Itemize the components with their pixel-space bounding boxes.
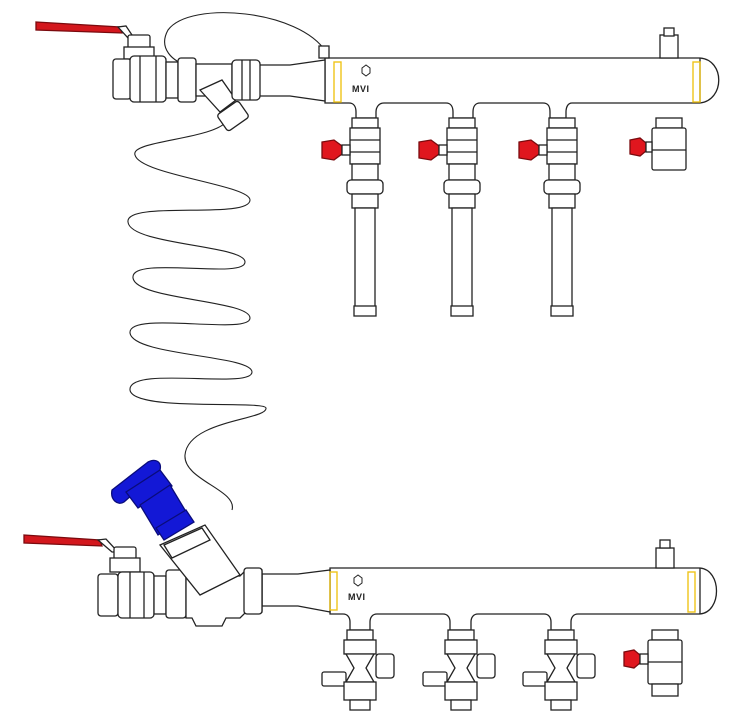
bottom-manifold: MVI — [261, 539, 718, 631]
bottom-inlet-cone — [261, 569, 331, 613]
bottom-vent-stub — [655, 547, 675, 569]
bottom-valve-stem — [113, 546, 137, 560]
top-end-drain-valve — [629, 117, 687, 171]
top-brand-text: MVI — [352, 84, 370, 94]
strainer-cap — [217, 100, 249, 132]
red-valve-cap[interactable] — [321, 139, 343, 161]
bottom-end-drain-valve — [623, 629, 683, 697]
top-valve-port — [112, 58, 132, 100]
red-valve-cap[interactable] — [623, 649, 641, 669]
outlet-fitting — [351, 193, 379, 209]
top-vent-stub — [659, 34, 679, 59]
top-outlet-1 — [321, 117, 384, 317]
outlet-pipe — [354, 207, 376, 309]
top-left-indicator-marker — [333, 61, 342, 103]
outlet-connector — [346, 179, 384, 195]
strainer-nut — [177, 57, 197, 103]
bottom-ball-valve-lever[interactable] — [23, 534, 103, 547]
top-vent-cap — [663, 27, 675, 37]
bottom-right-indicator-marker — [687, 571, 696, 613]
bottom-outlet-1 — [321, 629, 395, 711]
outlet-pipe-end — [353, 305, 377, 317]
red-valve-cap[interactable] — [629, 137, 647, 157]
top-air-vent — [318, 45, 330, 59]
blue-balancing-handwheel[interactable] — [111, 459, 195, 541]
top-ball-valve-lever[interactable] — [35, 21, 123, 34]
top-brand-logo: MVI — [352, 64, 371, 94]
outlet-nut — [351, 117, 379, 129]
lockshield-body — [344, 653, 376, 683]
bottom-vent-cap — [659, 539, 671, 549]
bottom-manifold-body — [329, 567, 718, 631]
bottom-outlet-2 — [422, 629, 496, 711]
top-manifold: MVI — [254, 27, 720, 119]
outlet-nut-lower — [351, 163, 379, 181]
top-union-nut — [231, 59, 261, 101]
red-valve-cap[interactable] — [518, 139, 540, 161]
bottom-ball-valve-body — [117, 571, 155, 619]
top-manifold-body — [324, 57, 720, 119]
top-inlet-cone — [254, 59, 326, 102]
bottom-left-indicator-marker — [329, 571, 338, 611]
red-valve-cap[interactable] — [418, 139, 440, 161]
bottom-brand-logo: MVI — [348, 574, 366, 602]
top-right-indicator-marker — [692, 61, 701, 103]
bottom-brand-text: MVI — [348, 592, 366, 602]
capillary-tube — [127, 12, 327, 511]
top-outlet-2 — [418, 117, 481, 317]
bottom-inlet-assembly — [23, 459, 263, 627]
top-outlet-3 — [518, 117, 581, 317]
bottom-outlet-3 — [522, 629, 596, 711]
outlet-valve-body — [349, 127, 381, 165]
top-inlet-assembly — [35, 21, 261, 132]
bottom-valve-port — [97, 573, 119, 617]
bottom-union-nut — [165, 569, 187, 619]
top-ball-valve-body — [129, 55, 167, 103]
